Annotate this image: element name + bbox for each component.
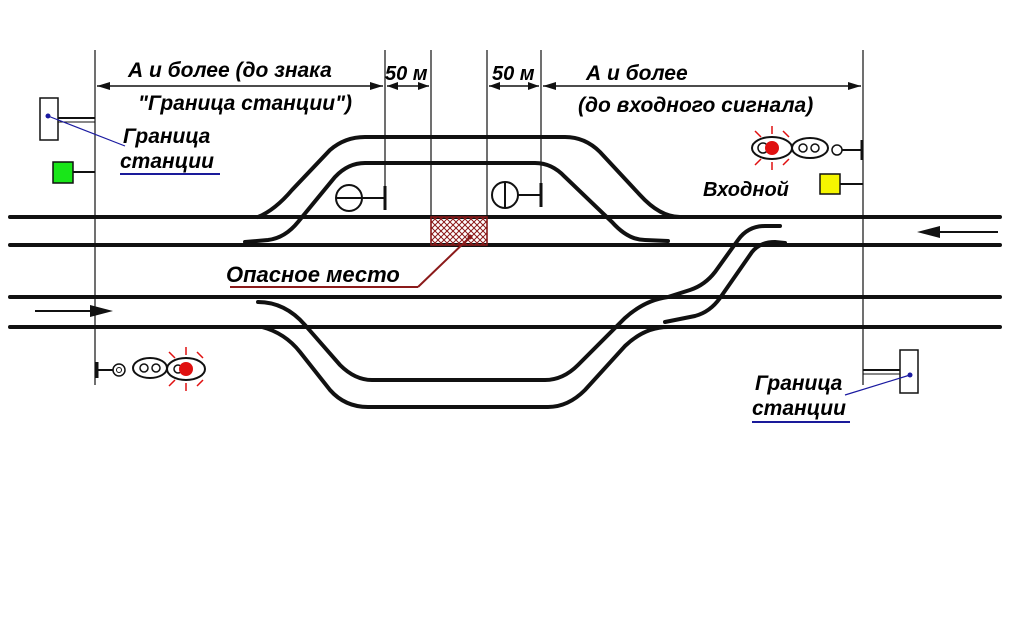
upper-siding-outer [256,135,682,219]
entry-signal-label: Входной [703,179,789,201]
arrow-right-icon [35,305,113,317]
boundary-leader-left [47,115,126,147]
dim-left-a-label2: "Граница станции") [138,92,352,115]
dim-right-50-label: 50 м [492,63,535,85]
green-signal-icon [52,161,74,184]
red-light-icon [765,141,779,155]
danger-leader [417,236,471,288]
crossover-b [663,239,787,324]
shunt-signal-right [491,181,543,209]
station-boundary-sign-icon [899,349,919,394]
green-signal [52,161,95,184]
boundary-leader-right [844,374,911,396]
lower-siding-inner [256,295,670,382]
dim-arrow [543,82,556,90]
danger-leader-dot [467,234,473,240]
exit-signal-left [95,347,206,391]
tracks [8,135,1002,409]
dim-arrow [387,82,398,90]
station-border-left-label2: станции [120,150,214,173]
station-boundary-sign-left [39,97,126,147]
dim-arrow [848,82,861,90]
lower-siding-outer [260,325,670,409]
danger-zone [430,216,488,246]
dim-right-a-label1: А и более [585,62,688,85]
dim-arrow [97,82,110,90]
dim-right-a-label2: (до входного сигнала) [578,94,813,117]
dim-arrow [528,82,539,90]
station-border-right-label1: Граница [755,372,843,395]
station-border-left-label1: Граница [123,125,211,148]
danger-zone-label: Опасное место [226,262,400,287]
station-boundary-sign-right [844,349,919,396]
upper-siding-inner [243,161,670,244]
yellow-signal-icon [819,173,841,195]
dim-left-50-label: 50 м [385,63,428,85]
dim-arrow [489,82,500,90]
crossover-a [666,224,782,299]
shunt-signal-left [335,184,387,212]
dimension-lines [97,82,861,90]
dim-left-a-label1: А и более (до знака [127,59,332,82]
dim-arrow [418,82,429,90]
entry-signal-right [751,126,864,170]
station-border-right-label2: станции [752,397,846,420]
red-light-icon [179,362,193,376]
yellow-signal [819,173,863,195]
arrow-left-icon [917,226,998,238]
dim-arrow [370,82,383,90]
